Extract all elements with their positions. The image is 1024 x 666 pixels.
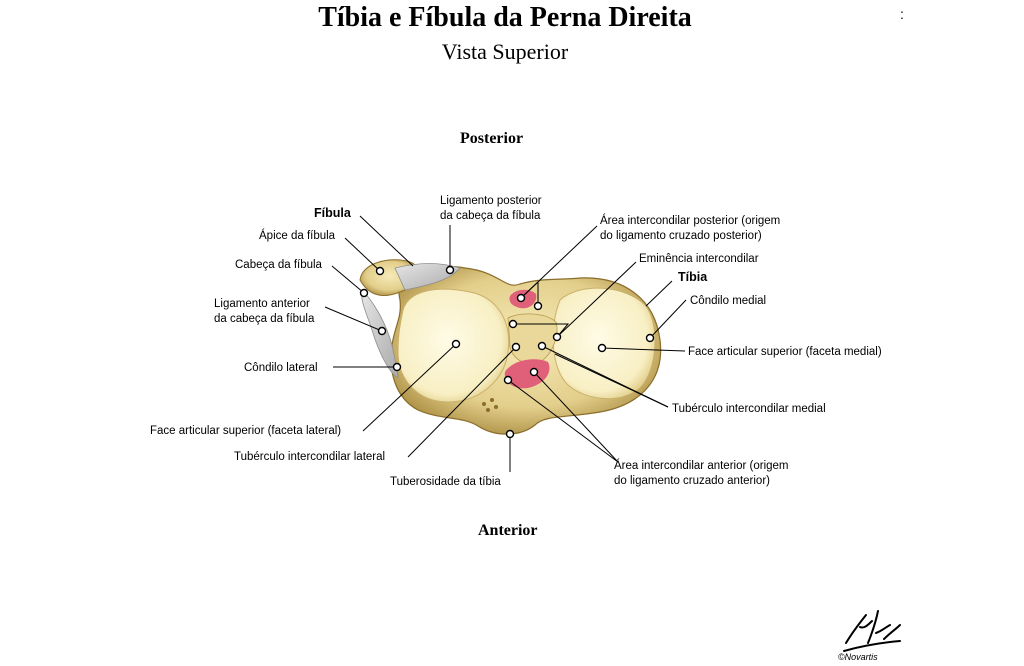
fibula-label: Fíbula (314, 206, 351, 220)
posterior-fibular-ligament (394, 263, 461, 291)
posterior-label: Posterior (460, 130, 524, 147)
face-articular-medial-label: Face articular superior (faceta medial) (688, 346, 882, 358)
copyright-text: ©Novartis (838, 652, 878, 662)
lig-anterior-label-line1: Ligamento anterior (214, 298, 310, 310)
condilo-medial-label: Côndilo medial (690, 295, 767, 307)
cabeca-fibula-label: Cabeça da fíbula (235, 259, 322, 271)
face-articular-lateral-label: Face articular superior (faceta lateral) (150, 425, 342, 437)
callout-points (359, 265, 655, 439)
apice-fibula-label: Ápice da fíbula (259, 230, 336, 242)
lig-anterior-label-line2: da cabeça da fíbula (214, 313, 315, 325)
area-anterior-label-line1: Área intercondilar anterior (origem (614, 460, 789, 472)
intercondylar-eminence (507, 313, 558, 365)
tuberosidade-tibia-label: Tuberosidade da tíbia (390, 476, 501, 488)
lig-posterior-label-line1: Ligamento posterior (440, 195, 542, 207)
area-posterior-label-line1: Área intercondilar posterior (origem (600, 215, 781, 227)
lig-posterior-label-line2: da cabeça da fíbula (440, 210, 541, 222)
area-posterior-label-line2: do ligamento cruzado posterior) (600, 230, 762, 242)
tuberculo-lateral-label: Tubérculo intercondilar lateral (234, 451, 386, 463)
anterior-cruciate-area (504, 359, 550, 389)
medial-facet (552, 287, 656, 400)
area-anterior-label-line2: do ligamento cruzado anterior) (614, 475, 770, 487)
corner-mark: : (900, 6, 904, 22)
tibia-label: Tíbia (678, 270, 708, 284)
artist-signature-icon (843, 610, 901, 652)
page-title: Tíbia e Fíbula da Perna Direita (318, 2, 692, 33)
condilo-lateral-label: Côndilo lateral (244, 362, 318, 374)
nutrient-foramina (482, 398, 498, 412)
eminencia-label: Eminência intercondilar (639, 253, 759, 265)
page-subtitle: Vista Superior (441, 39, 569, 64)
anterior-label: Anterior (478, 522, 538, 539)
tuberculo-medial-label: Tubérculo intercondilar medial (672, 403, 826, 415)
